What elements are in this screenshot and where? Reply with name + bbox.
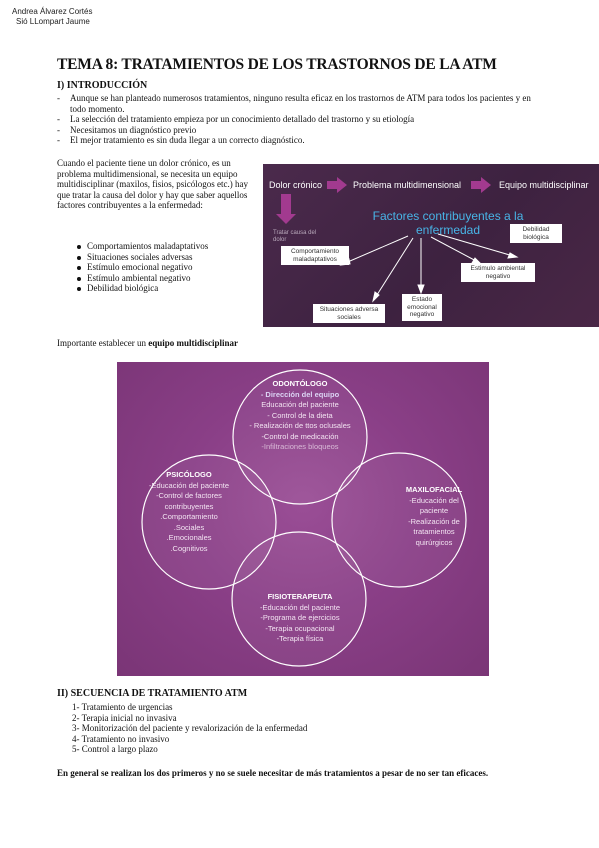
arrow-down-icon	[276, 194, 296, 224]
venn-item: -Terapia ocupacional	[265, 623, 335, 633]
box-comportamiento: Comportamiento maladaptativos	[281, 246, 349, 265]
venn-circle-odontologo	[232, 369, 368, 505]
venn-title-odontologo: ODONTÓLOGO	[272, 379, 328, 388]
venn-item: -Control de factores contribuyentes	[156, 491, 222, 511]
venn-circle-fisioterapeuta	[231, 531, 367, 667]
venn-title-fisioterapeuta: FISIOTERAPEUTA	[267, 592, 333, 601]
box-estado-emocional: Estado emocional negativo	[402, 294, 442, 321]
authors-header: Andrea Álvarez Cortés Sió LLompart Jaume	[12, 7, 92, 27]
venn-item: Educación del paciente	[261, 400, 339, 409]
box-estimulo-ambiental: Estimulo ambiental negativo	[461, 263, 535, 282]
diagram-arrows	[276, 177, 519, 303]
chain-dolor-cronico: Dolor crónico	[269, 180, 323, 190]
venn-item: -Control de medicación	[261, 431, 339, 441]
list-item: Debilidad biológica	[75, 283, 265, 294]
factors-list: Comportamientos maladaptativos Situacion…	[75, 241, 265, 294]
list-item: 3- Monitorización del paciente y revalor…	[72, 723, 308, 734]
arrow-right-icon	[327, 177, 347, 193]
venn-item: - Realización de ttos oclusales	[249, 421, 351, 430]
section-intro-heading: I) INTRODUCCIÓN	[57, 80, 148, 91]
list-item: Aunque se han planteado numerosos tratam…	[57, 93, 547, 114]
venn-title-psicologo: PSICÓLOGO	[166, 470, 212, 479]
page-title: TEMA 8: TRATAMIENTOS DE LOS TRASTORNOS D…	[57, 56, 497, 73]
venn-item: .Emocionales	[166, 533, 212, 542]
venn-group-odontologo: ODONTÓLOGO - Dirección del equipo Educac…	[230, 379, 370, 453]
list-item: Necesitamos un diagnóstico previo	[57, 125, 547, 136]
list-item: 1- Tratamiento de urgencias	[72, 702, 173, 712]
venn-group-maxilofacial: MAXILOFACIAL -Educación del paciente -Re…	[394, 485, 474, 548]
list-item: Estímulo ambiental negativo	[75, 273, 265, 284]
venn-item: - Control de la dieta	[267, 410, 333, 420]
arrow-right-icon	[471, 177, 491, 193]
center-factores-label: Factores contribuyentes a la enfermedad	[372, 209, 524, 237]
venn-item: -Educación del paciente	[409, 495, 459, 516]
box-debilidad: Debilidad biológica	[510, 224, 562, 243]
section-sequence-heading: II) SECUENCIA DE TRATAMIENTO ATM	[57, 688, 248, 699]
list-item: La selección del tratamiento empieza por…	[57, 114, 547, 125]
venn-team-diagram: ODONTÓLOGO - Dirección del equipo Educac…	[117, 362, 489, 676]
venn-circle-maxilofacial	[331, 452, 467, 588]
team-note: Importante establecer un equipo multidis…	[57, 338, 238, 348]
venn-title-maxilofacial: MAXILOFACIAL	[405, 485, 463, 494]
conclusion-text: En general se realizan los dos primeros …	[57, 768, 489, 778]
list-item: 4- Tratamiento no invasivo	[72, 733, 170, 744]
list-item: 2- Terapia inicial no invasiva	[72, 712, 177, 723]
venn-group-fisioterapeuta: FISIOTERAPEUTA -Educación del paciente -…	[235, 592, 365, 645]
venn-item: -Programa de ejercicios	[260, 613, 340, 622]
side-note-tratar-causa: Tratar causa del dolor	[273, 230, 317, 243]
chain-problema-multidimensional: Problema multidimensional	[353, 180, 462, 190]
list-item: Comportamientos maladaptativos	[75, 241, 265, 252]
venn-item: .Comportamiento	[160, 512, 218, 521]
list-item: El mejor tratamiento es sin duda llegar …	[57, 135, 547, 146]
chain-equipo-multidisciplinar: Equipo multidisciplinar	[499, 180, 589, 190]
list-item: Situaciones sociales adversas	[75, 252, 265, 263]
author-1: Andrea Álvarez Cortés	[12, 7, 93, 16]
venn-item: -Realización de tratamientos quirúrgicos	[408, 516, 460, 547]
venn-item: -Infiltraciones bloqueos	[261, 442, 339, 451]
team-note-prefix: Importante establecer un	[57, 338, 149, 348]
venn-group-psicologo: PSICÓLOGO -Educación del paciente -Contr…	[139, 470, 239, 554]
author-2: Sió LLompart Jaume	[16, 17, 90, 26]
chronic-pain-paragraph: Cuando el paciente tiene un dolor crónic…	[57, 158, 248, 211]
venn-circles	[141, 369, 467, 667]
venn-item: -Educación del paciente	[259, 602, 341, 612]
box-situaciones: Situaciones adversa sociales	[313, 304, 385, 323]
venn-lead-odontologo: - Dirección del equipo	[260, 389, 340, 399]
venn-item: -Terapia física	[276, 634, 324, 643]
venn-circle-psicologo	[141, 454, 277, 590]
team-note-bold: equipo multidisciplinar	[148, 338, 238, 348]
list-item: Estímulo emocional negativo	[75, 262, 265, 273]
venn-item: .Sociales	[173, 522, 205, 532]
factors-diagram-slide: Dolor crónico Problema multidimensional …	[263, 164, 599, 327]
venn-item: -Educación del paciente	[148, 480, 230, 490]
sequence-list: 1- Tratamiento de urgencias 2- Terapia i…	[72, 702, 307, 755]
venn-item: .Cognitivos	[170, 543, 208, 553]
list-item: 5- Control a largo plazo	[72, 744, 158, 755]
intro-bullet-list: Aunque se han planteado numerosos tratam…	[57, 93, 547, 146]
